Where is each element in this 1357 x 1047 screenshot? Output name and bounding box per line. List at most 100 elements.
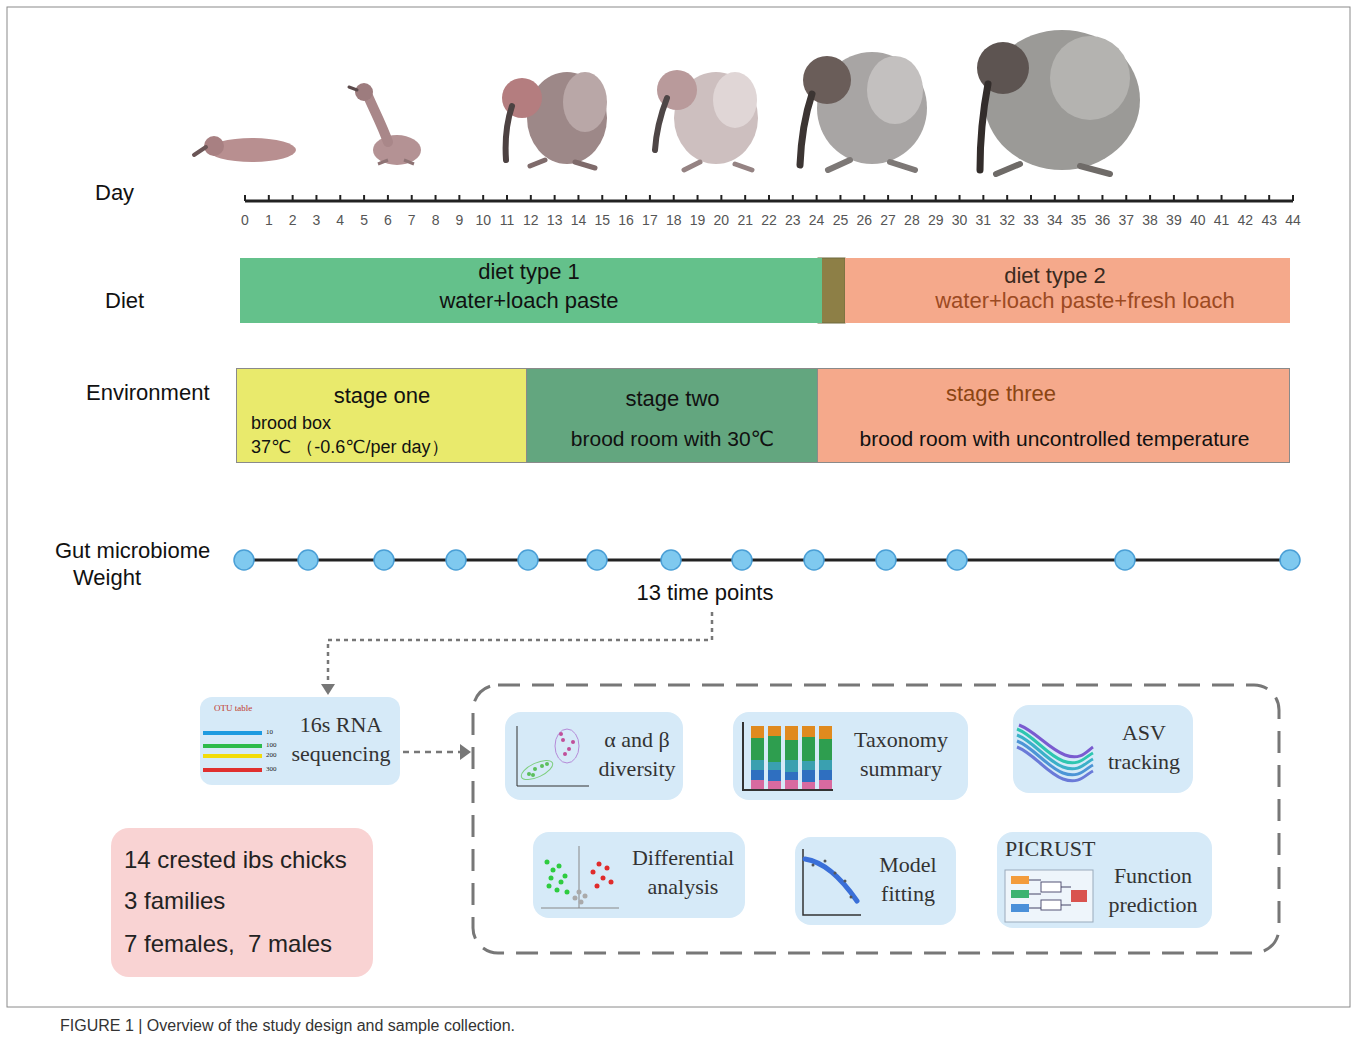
- analysis-box-part-part-part: [819, 726, 832, 739]
- analysis-box-part-part-part: [567, 747, 571, 751]
- node-text: 100: [266, 742, 286, 749]
- node-text: stage two: [527, 386, 818, 412]
- tick-label: 20: [714, 212, 730, 229]
- chick-day5-part: [373, 135, 421, 165]
- sampling-timeline-part-part: [1115, 550, 1135, 570]
- tick-label: 26: [856, 212, 872, 229]
- analysis-box-part-part: [1011, 904, 1029, 912]
- analysis-box-part-part-part: [751, 770, 764, 780]
- sampling-timeline-part-part: [518, 550, 538, 570]
- tick-label: 32: [999, 212, 1015, 229]
- tick-label: 3: [313, 212, 321, 229]
- analysis-box-part-part-part: [573, 896, 578, 901]
- chick-day12-part: [506, 106, 512, 160]
- analysis-box-part-part: [573, 890, 588, 905]
- axis-tick: [530, 195, 532, 201]
- tick-label: 12: [523, 212, 539, 229]
- chick-day18-part: [684, 162, 752, 170]
- tick-label: 25: [833, 212, 849, 229]
- tick-label: 15: [594, 212, 610, 229]
- axis-tick: [387, 195, 389, 201]
- sampling-timeline: [234, 550, 1300, 570]
- analysis-box: Differential analysis: [533, 832, 745, 918]
- analysis-box-part-part: [519, 756, 556, 783]
- analysis-container: [473, 685, 1279, 953]
- chick-day18-part: [655, 98, 667, 150]
- tick-label: 19: [690, 212, 706, 229]
- tick-label: 37: [1118, 212, 1134, 229]
- tick-label: 0: [241, 212, 249, 229]
- node-text: water+loach paste+fresh loach: [885, 288, 1285, 314]
- sampling-timeline-part-part: [298, 550, 318, 570]
- axis-tick: [411, 195, 413, 201]
- tick-label: 40: [1190, 212, 1206, 229]
- analysis-box-part-part-part: [559, 732, 563, 736]
- axis-tick: [744, 195, 746, 201]
- dashed-arrow: [403, 744, 471, 760]
- tick-label: 13: [547, 212, 563, 229]
- tick-label: 41: [1214, 212, 1230, 229]
- tick-label: 17: [642, 212, 658, 229]
- axis-tick: [1197, 195, 1199, 201]
- tick-label: 33: [1023, 212, 1039, 229]
- node-text: stage three: [901, 381, 1101, 407]
- analysis-box-part-part: [1041, 882, 1061, 892]
- node-text: Model fitting: [863, 851, 953, 908]
- axis-tick: [792, 195, 794, 201]
- dotted-leader-part: [328, 612, 712, 684]
- analysis-box-part-part-part: [555, 888, 560, 893]
- chick-day24-part: [867, 56, 923, 124]
- sampling-timeline-part-part: [234, 550, 254, 570]
- node-text: 10: [266, 729, 286, 736]
- environment-stage: stage twobrood room with 30℃: [526, 368, 821, 463]
- sequencing-box: OTU table1010020030016s RNA sequencing: [200, 697, 400, 785]
- node-text: water+loach paste: [240, 288, 818, 314]
- analysis-box-part-part-part: [844, 880, 847, 883]
- tick-label: 27: [880, 212, 896, 229]
- figure-border: [7, 7, 1350, 1007]
- analysis-box-part-part: [805, 859, 857, 901]
- analysis-box-part-part: [1011, 876, 1029, 884]
- tick-label: 44: [1285, 212, 1301, 229]
- chick-day5-part: [355, 83, 373, 101]
- analysis-box-part-part-part: [531, 773, 535, 777]
- axis-tick: [458, 195, 460, 201]
- axis-tick: [577, 195, 579, 201]
- node-text: α and β diversity: [593, 726, 681, 783]
- analysis-box-part-part-part: [571, 740, 575, 744]
- environment-stage: stage onebrood box37℃ （-0.6℃/per day）: [236, 368, 530, 463]
- analysis-box-part-part-part: [768, 781, 781, 789]
- analysis-box-part-part: [803, 849, 861, 915]
- analysis-box-part-part-part: [561, 738, 565, 742]
- analysis-box-part-part: [1019, 725, 1093, 757]
- axis-tick: [435, 195, 437, 201]
- analysis-box-part-part-part: [579, 900, 584, 905]
- node-text: OTU table: [214, 704, 280, 713]
- diet-band: diet type 1water+loach paste: [240, 258, 822, 323]
- analysis-box: Model fitting: [795, 837, 956, 925]
- analysis-box-part-part-part: [819, 760, 832, 770]
- axis-tick: [506, 195, 508, 201]
- node-text: Differential analysis: [623, 844, 743, 901]
- analysis-box: ASV tracking: [1013, 705, 1193, 793]
- tick-label: 22: [761, 212, 777, 229]
- node-text: Taxonomy summary: [837, 726, 965, 783]
- axis-tick: [482, 195, 484, 201]
- analysis-box-part-part-part: [597, 862, 602, 867]
- chick-day12-part: [563, 72, 607, 132]
- tick-label: 10: [475, 212, 491, 229]
- analysis-box-part-part-part: [802, 782, 815, 789]
- axis-tick: [1173, 195, 1175, 201]
- axis-tick: [339, 195, 341, 201]
- analysis-box-part-part-part: [802, 761, 815, 770]
- node-text: 7 females, 7 males: [124, 930, 368, 959]
- row-label: Diet: [105, 288, 144, 314]
- tick-label: 6: [384, 212, 392, 229]
- axis-tick: [1078, 195, 1080, 201]
- analysis-box-part-part-part: [785, 726, 798, 740]
- analysis-box-part-part: [751, 726, 832, 789]
- axis-tick: [1149, 195, 1151, 201]
- row-label: Weight: [73, 565, 141, 591]
- analysis-box-part-part-part: [785, 780, 798, 789]
